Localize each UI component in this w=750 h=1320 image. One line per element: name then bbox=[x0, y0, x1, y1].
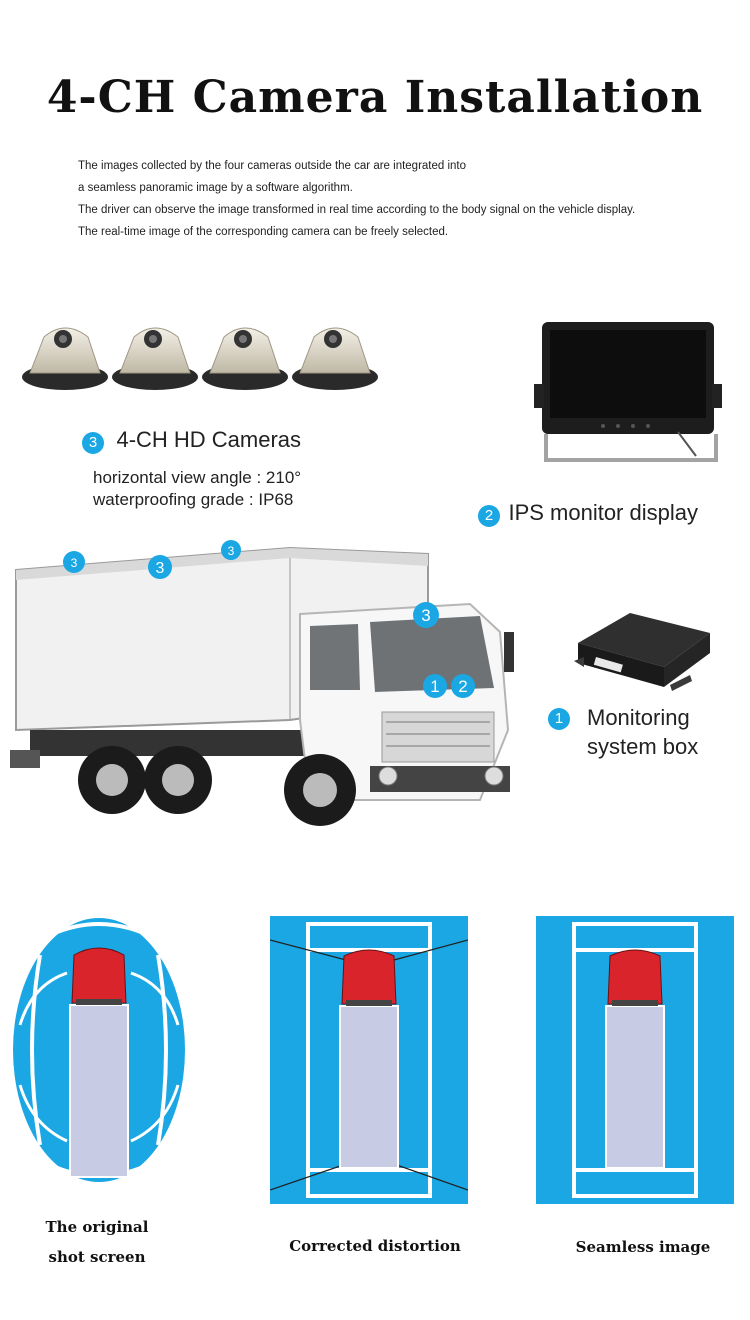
truck-marker-text: 2 bbox=[458, 677, 467, 696]
description-line-1: The images collected by the four cameras… bbox=[78, 160, 467, 172]
description-line-4: The real-time image of the corresponding… bbox=[78, 226, 449, 238]
truck-marker-text: 1 bbox=[430, 677, 439, 696]
cameras-badge: 3 bbox=[82, 432, 104, 454]
truck-marker-camera-front: 3 bbox=[413, 602, 439, 628]
cameras-legend: 3 4-CH HD Cameras bbox=[82, 427, 301, 454]
truck-image: 3 3 3 3 1 2 bbox=[10, 540, 514, 826]
box-label-line-2: system box bbox=[587, 734, 699, 759]
truck-marker-monitor: 2 bbox=[451, 674, 475, 698]
box-label-line-1: Monitoring bbox=[587, 705, 690, 730]
monitor-image bbox=[534, 322, 722, 462]
truck-marker-text: 3 bbox=[421, 606, 430, 625]
truck-marker-camera-right: 3 bbox=[221, 540, 241, 560]
truck-marker-box: 1 bbox=[423, 674, 447, 698]
page-title: 4-CH Camera Installation bbox=[46, 72, 704, 123]
original-caption-line-1: The original bbox=[45, 1218, 149, 1236]
truck-marker-text: 3 bbox=[156, 560, 165, 577]
monitor-label: IPS monitor display bbox=[508, 500, 698, 525]
description-line-3: The driver can observe the image transfo… bbox=[78, 204, 636, 216]
camera-icon-1 bbox=[22, 327, 108, 390]
box-badge: 1 bbox=[548, 708, 570, 730]
corrected-view-diagram bbox=[270, 916, 468, 1204]
truck-marker-text: 3 bbox=[228, 544, 235, 558]
original-caption-line-2: shot screen bbox=[48, 1248, 146, 1266]
monitor-legend: 2 IPS monitor display bbox=[478, 500, 698, 527]
truck-marker-camera-left: 3 bbox=[63, 551, 85, 573]
cameras-spec-2: waterproofing grade : IP68 bbox=[93, 490, 294, 509]
description-line-2: a seamless panoramic image by a software… bbox=[78, 182, 353, 194]
cameras-spec-1: horizontal view angle : 210° bbox=[93, 468, 302, 487]
cameras-image bbox=[22, 327, 378, 390]
truck-marker-camera-back: 3 bbox=[148, 555, 172, 579]
seamless-view-diagram bbox=[536, 916, 734, 1204]
seamless-caption: Seamless image bbox=[575, 1238, 711, 1256]
original-view-diagram bbox=[13, 918, 185, 1182]
camera-icon-2 bbox=[112, 327, 198, 390]
camera-icon-4 bbox=[292, 327, 378, 390]
cameras-label: 4-CH HD Cameras bbox=[116, 427, 302, 452]
camera-icon-3 bbox=[202, 327, 288, 390]
truck-marker-text: 3 bbox=[71, 556, 78, 570]
monitor-badge: 2 bbox=[478, 505, 500, 527]
corrected-caption: Corrected distortion bbox=[289, 1237, 461, 1255]
monitoring-box-image bbox=[574, 613, 710, 691]
